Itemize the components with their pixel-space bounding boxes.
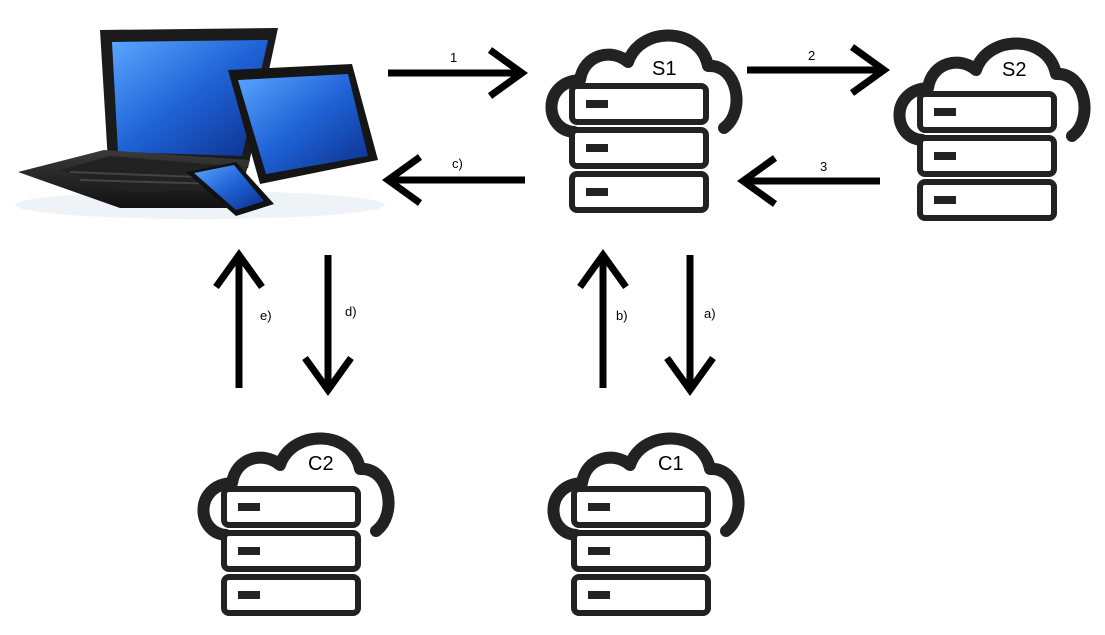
cloud-server-icon bbox=[899, 43, 1084, 218]
arrow-e: e) bbox=[213, 249, 272, 388]
server-s1: S1 bbox=[551, 35, 736, 210]
arrow-2-label: 2 bbox=[808, 48, 815, 63]
server-c2: C2 bbox=[203, 438, 388, 613]
arrow-d-label: d) bbox=[345, 304, 357, 319]
arrow-1: 1 bbox=[388, 47, 528, 99]
cloud-server-icon bbox=[551, 35, 736, 210]
server-c2-label: C2 bbox=[308, 453, 334, 475]
arrow-c-label: c) bbox=[452, 156, 463, 171]
arrow-d: d) bbox=[302, 255, 357, 396]
arrow-2: 2 bbox=[747, 44, 890, 96]
arrow-1-label: 1 bbox=[450, 50, 457, 65]
server-c1-label: C1 bbox=[658, 453, 684, 475]
arrow-3-label: 3 bbox=[820, 159, 827, 174]
cloud-server-icon bbox=[203, 438, 388, 613]
arrow-b-label: b) bbox=[616, 308, 628, 323]
server-c1: C1 bbox=[553, 438, 738, 613]
arrow-a: a) bbox=[664, 255, 716, 396]
arrow-e-label: e) bbox=[260, 308, 272, 323]
arrow-a-label: a) bbox=[704, 306, 716, 321]
arrow-b: b) bbox=[577, 249, 629, 388]
client-devices-icon bbox=[15, 28, 385, 219]
server-s2-label: S2 bbox=[1002, 59, 1026, 81]
cloud-server-icon bbox=[553, 438, 738, 613]
arrow-3: 3 bbox=[737, 155, 880, 207]
server-s1-label: S1 bbox=[652, 58, 676, 80]
server-s2: S2 bbox=[899, 43, 1084, 218]
arrow-c: c) bbox=[382, 154, 525, 206]
